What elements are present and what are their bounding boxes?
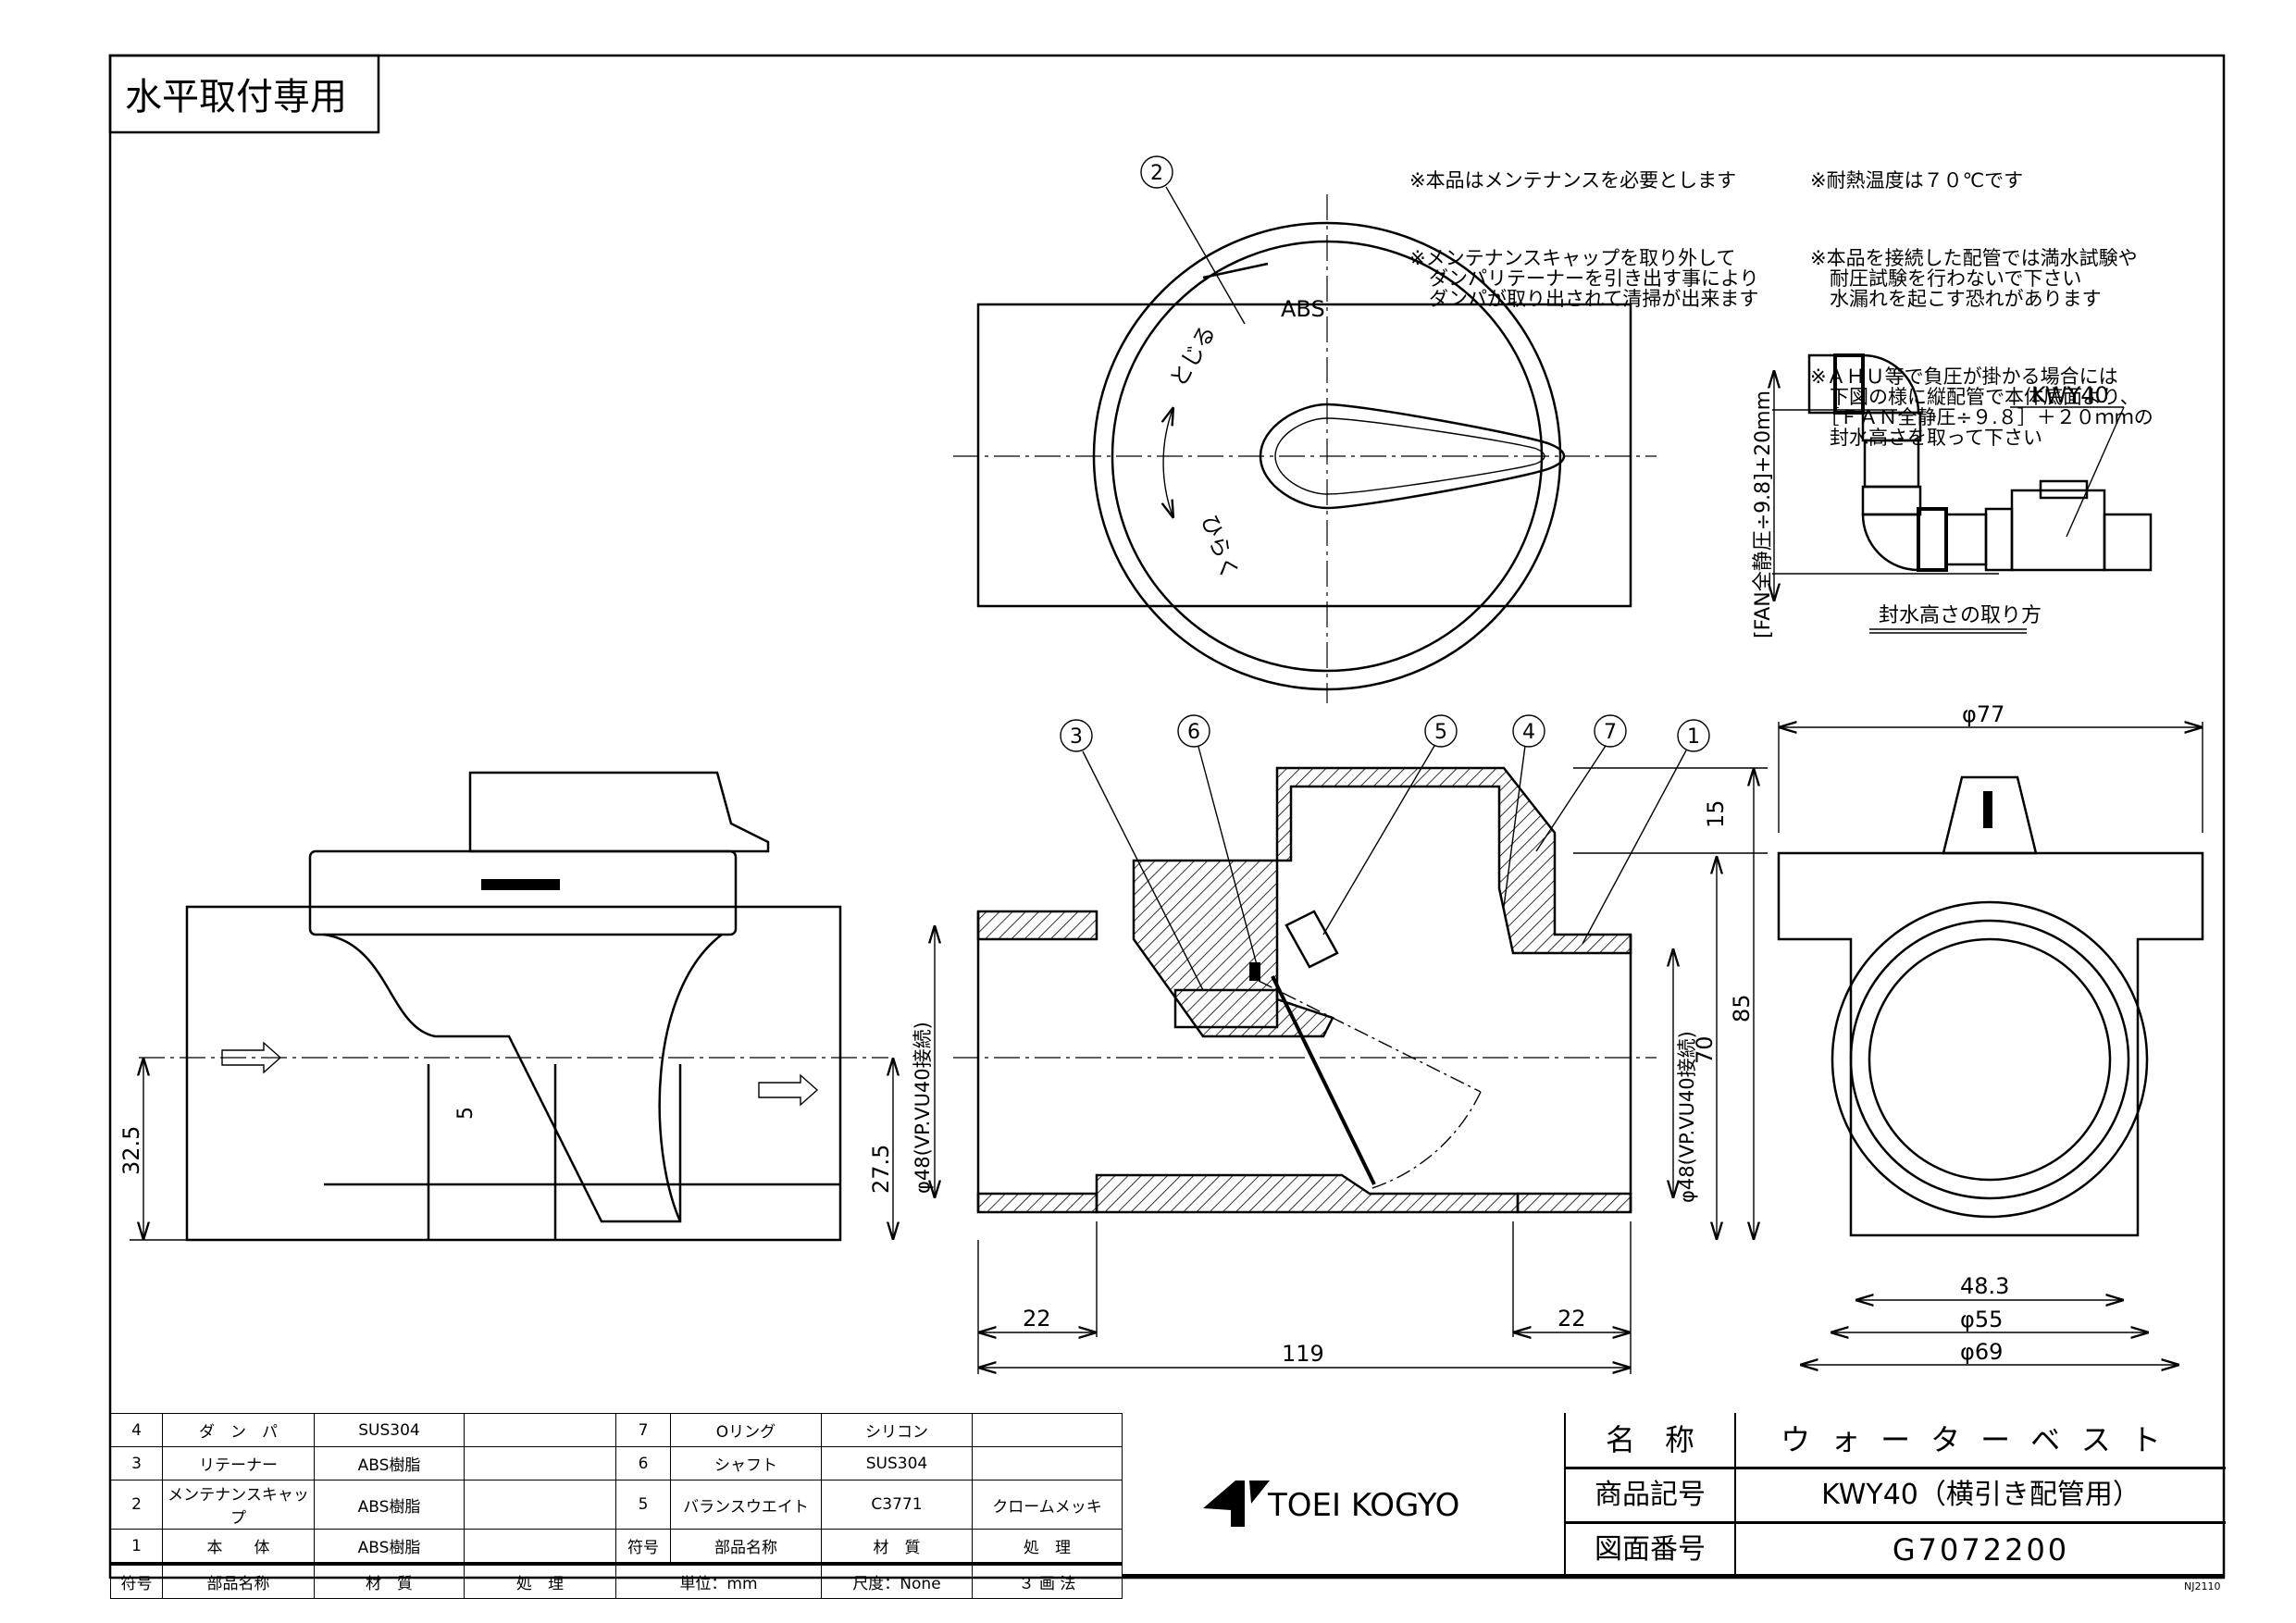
svg-text:5: 5	[1434, 721, 1447, 744]
table-cell: 符号	[110, 1562, 163, 1599]
product-callout: KWY40	[2031, 382, 2109, 408]
material-label: ABS	[1281, 296, 1325, 322]
dim-22-left: 22	[1023, 1306, 1051, 1332]
table-cell	[972, 1446, 1123, 1481]
dim-inlet: φ48(VP.VU40接続)	[912, 1022, 934, 1194]
svg-text:3: 3	[1070, 725, 1083, 749]
dim-55: φ55	[1960, 1307, 2003, 1332]
table-cell: 材 質	[314, 1562, 465, 1599]
dim-70: 70	[1692, 1035, 1718, 1064]
balloons	[1060, 714, 1710, 991]
drawing-border	[108, 54, 2226, 1580]
table-cell: ダ ン パ	[162, 1413, 315, 1447]
table-cell: シリコン	[821, 1413, 973, 1447]
dim-48-3: 48.3	[1960, 1273, 2009, 1299]
table-cell: ABS樹脂	[314, 1446, 465, 1481]
table-cell: 2	[110, 1480, 163, 1530]
footer-code: NJ2110	[2184, 1580, 2220, 1592]
drawing-no-label: 図面番号	[1566, 1524, 1736, 1576]
table-cell: Oリング	[670, 1413, 822, 1447]
table-cell: 部品名称	[670, 1529, 822, 1565]
title-block: 名 称 ウォーターベスト 商品記号 KWY40（横引き配管用） 図面番号 G70…	[1122, 1413, 2226, 1578]
usage-notes: ※耐熱温度は７０℃です ※本品を接続した配管では満水試験や 耐圧試験を行わないで…	[1810, 169, 2153, 449]
drawing-number: G7072200	[1892, 1532, 2070, 1567]
table-cell: 6	[615, 1446, 671, 1481]
table-cell	[972, 1413, 1123, 1447]
seal-height-formula: [FAN全静圧÷9.8]+20mm	[1752, 390, 1775, 638]
table-cell	[464, 1413, 616, 1447]
code-label: 商品記号	[1566, 1469, 1736, 1521]
table-cell: 本 体	[162, 1529, 315, 1565]
dim-22-right: 22	[1558, 1306, 1586, 1332]
page-title: 水平取付専用	[125, 76, 347, 118]
dim-32-5: 32.5	[118, 1126, 144, 1175]
table-cell: 1	[110, 1529, 163, 1565]
dim-15: 15	[1703, 799, 1729, 828]
table-cell: 処 理	[464, 1562, 616, 1599]
table-cell: シャフト	[670, 1446, 822, 1481]
svg-text:4: 4	[1522, 721, 1535, 744]
table-cell: SUS304	[821, 1446, 973, 1481]
table-cell: メンテナンスキャップ	[162, 1480, 315, 1530]
table-cell: 3	[110, 1446, 163, 1481]
maintenance-notes: ※本品はメンテナンスを必要とします ※メンテナンスキャップを取り外して ダンパリ…	[1409, 169, 1759, 310]
open-direction-label: ひらく	[1196, 511, 1243, 582]
table-cell: ABS樹脂	[314, 1529, 465, 1565]
section-view: 3 6 5 4 7 1 φ48(VP.VU40接続) 27.5 φ48(VP.V…	[868, 714, 1768, 1374]
svg-text:1: 1	[1687, 725, 1700, 749]
projection-cell: ３ 画 法	[972, 1562, 1123, 1599]
table-cell: 部品名称	[162, 1562, 315, 1599]
scale-cell: 尺度：None	[821, 1562, 973, 1599]
table-cell: 符号	[615, 1529, 671, 1565]
end-view: φ77 48.3 φ55 φ69	[1777, 701, 2204, 1365]
title-box	[108, 54, 380, 134]
dim-outlet: φ48(VP.VU40接続)	[1676, 1031, 1698, 1203]
table-cell: 材 質	[821, 1529, 973, 1565]
svg-text:2: 2	[1150, 162, 1163, 185]
name-label: 名 称	[1566, 1413, 1736, 1467]
dim-27-5: 27.5	[868, 1145, 894, 1194]
balloon-2	[1140, 155, 1173, 189]
table-cell: C3771	[821, 1480, 973, 1530]
table-cell: バランスウエイト	[670, 1480, 822, 1530]
seal-height-inset: [FAN全静圧÷9.8]+20mm KWY40 封水高さの取り方	[1752, 353, 2153, 638]
table-cell: 7	[615, 1413, 671, 1447]
side-view: 32.5 5	[118, 771, 888, 1242]
dim-85: 85	[1729, 994, 1755, 1022]
dim-119: 119	[1282, 1341, 1324, 1367]
product-code: KWY40（横引き配管用）	[1821, 1479, 2141, 1511]
svg-text:TOEI KOGYO: TOEI KOGYO	[1267, 1487, 1459, 1524]
table-cell	[464, 1446, 616, 1481]
table-cell	[464, 1529, 616, 1565]
table-cell: SUS304	[314, 1413, 465, 1447]
table-cell: 4	[110, 1413, 163, 1447]
table-cell: 5	[615, 1480, 671, 1530]
svg-text:7: 7	[1604, 721, 1617, 744]
table-cell: クロームメッキ	[972, 1480, 1123, 1530]
table-cell	[464, 1480, 616, 1530]
dim-5: 5	[454, 1107, 478, 1120]
inset-caption: 封水高さの取り方	[1879, 604, 2042, 627]
table-cell: 処 理	[972, 1529, 1123, 1565]
toei-kogyo-logo: TOEI KOGYO	[1203, 1481, 1459, 1527]
dim-69: φ69	[1960, 1339, 2003, 1365]
table-cell: リテーナー	[162, 1446, 315, 1481]
svg-text:6: 6	[1187, 721, 1200, 744]
dim-77: φ77	[1962, 701, 2004, 727]
close-direction-label: とじる	[1165, 321, 1221, 391]
product-name: ウォーターベスト	[1781, 1422, 2181, 1457]
unit-cell: 単位：mm	[615, 1562, 822, 1599]
table-cell: ABS樹脂	[314, 1480, 465, 1530]
